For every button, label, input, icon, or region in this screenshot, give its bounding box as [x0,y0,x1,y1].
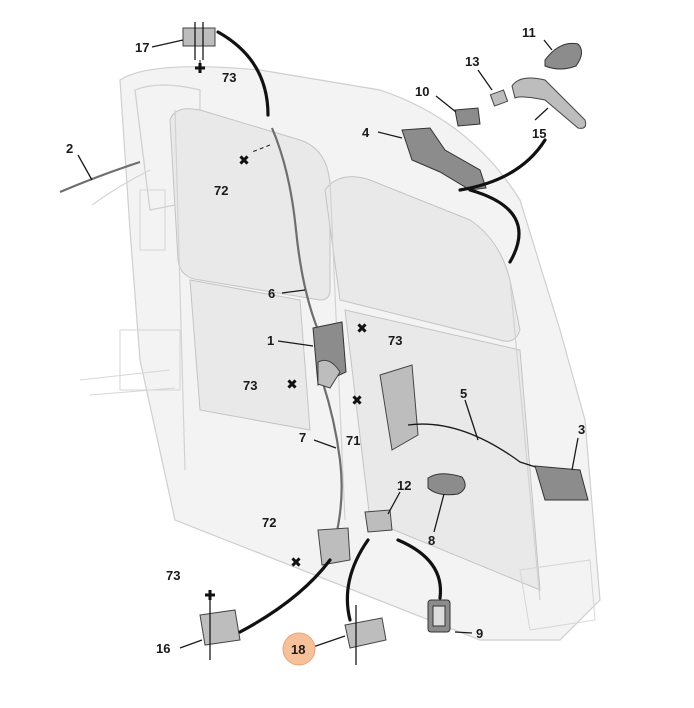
callout-4: 4 [362,125,370,140]
callout-11: 11 [522,25,536,40]
part-15-outer-handle [511,77,587,129]
part-6-harness [270,127,320,331]
part-7-harness [320,379,343,541]
part-13-gasket [489,89,509,107]
part-4-inner-handle [401,127,487,191]
callout-1: 1 [267,333,274,348]
cross-icon [357,323,367,333]
callout-13: 13 [465,54,479,69]
leader-lines [77,39,579,649]
fastener-markers [195,63,367,600]
callout-7: 7 [299,430,306,445]
part-2-check-strap [59,160,141,194]
cross-icon [291,557,301,567]
part-3-latch [534,465,589,501]
callout-16: 16 [156,641,170,656]
part-11-handle-cap [544,42,582,70]
callout-73-low: 73 [166,568,180,583]
callouts: 17 73 2 72 11 13 10 4 15 6 73 1 73 5 71 … [66,25,585,666]
callout-17: 17 [135,40,149,55]
part-12-striker [364,509,393,533]
callout-8: 8 [428,533,435,548]
part-71-actuator [379,364,419,451]
callout-6: 6 [268,286,275,301]
callout-18: 18 [291,642,305,657]
callout-5: 5 [460,386,467,401]
part-5-rod [407,423,546,471]
part-16-bracket [199,609,241,646]
callout-73-left: 73 [243,378,257,393]
parts [59,22,589,665]
part-10-lock-cylinder [454,107,481,127]
callout-73-top: 73 [222,70,236,85]
cross-icon [205,590,215,600]
callout-10: 10 [415,84,429,99]
cross-icon [352,395,362,405]
callout-9: 9 [476,626,483,641]
callout-71: 71 [346,433,360,448]
callout-3: 3 [578,422,585,437]
callout-18-highlight [282,632,316,666]
part-8-pull-handle [427,473,466,496]
callout-15: 15 [532,126,546,141]
cross-icon [195,63,205,73]
part-72-lower-hinge [317,527,351,566]
callout-2: 2 [66,141,73,156]
part-17-hinge-bracket [182,27,216,47]
cross-icon [287,379,297,389]
part-18-bracket [344,617,387,649]
callout-72-top: 72 [214,183,228,198]
cross-icon [239,155,249,165]
callout-72-low: 72 [262,515,276,530]
callout-12: 12 [397,478,411,493]
callout-73-mid: 73 [388,333,402,348]
